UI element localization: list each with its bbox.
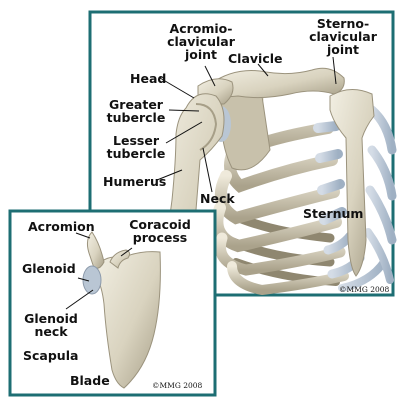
scapula-glenoid [82, 265, 102, 295]
label-humerus: Humerus [103, 174, 167, 189]
clavicle-bone [209, 67, 345, 99]
label-blade: Blade [70, 373, 110, 388]
label-glenoid-neck: Glenoid neck [24, 311, 78, 339]
label-neck: Neck [200, 191, 235, 206]
label-scapula: Scapula [23, 348, 79, 363]
label-sternoclavicular-joint: Sterno- clavicular joint [309, 16, 377, 57]
shoulder-copyright: ©MMG 2008 [339, 285, 390, 294]
label-lesser-tubercle: Lesser tubercle [106, 133, 166, 161]
label-head: Head [130, 71, 167, 86]
rib [214, 170, 340, 225]
scapula-copyright: ©MMG 2008 [152, 381, 203, 390]
label-glenoid: Glenoid [22, 261, 76, 276]
rib [215, 232, 346, 276]
label-clavicle: Clavicle [228, 51, 283, 66]
rib-cage [211, 92, 397, 296]
label-acromion: Acromion [28, 219, 95, 234]
scapula-acromion [86, 231, 105, 269]
label-coracoid-process: Coracoid process [129, 217, 191, 245]
rib [211, 202, 342, 253]
sternum-bone [329, 89, 375, 277]
rib [227, 261, 349, 296]
label-acromioclavicular-joint: Acromio- clavicular joint [167, 21, 235, 62]
label-sternum: Sternum [303, 206, 364, 221]
label-greater-tubercle: Greater tubercle [106, 97, 166, 125]
